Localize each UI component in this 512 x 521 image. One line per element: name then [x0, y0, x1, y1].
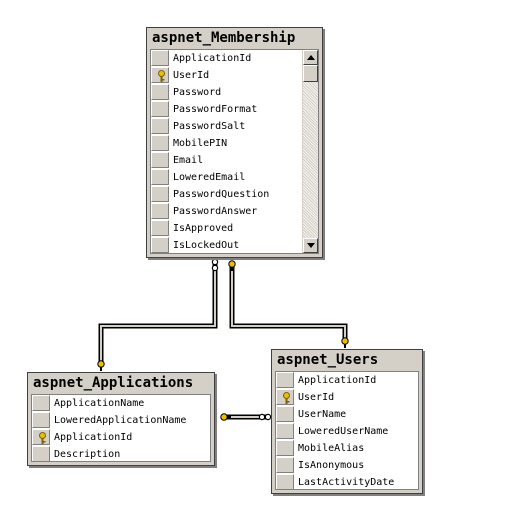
column-row[interactable]: LoweredUserName: [276, 423, 418, 440]
column-row[interactable]: PasswordSalt: [151, 118, 318, 135]
key-end-icon: [97, 360, 105, 371]
row-selector[interactable]: [276, 457, 294, 473]
row-selector[interactable]: [151, 169, 169, 185]
key-end-icon: [341, 337, 349, 348]
row-selector[interactable]: [32, 429, 50, 445]
column-name: Email: [173, 155, 204, 166]
column-name: LastActivityDate: [298, 477, 395, 488]
row-selector[interactable]: [32, 395, 50, 411]
column-name: IsApproved: [173, 223, 234, 234]
column-row[interactable]: LoweredEmail: [151, 169, 318, 186]
row-selector[interactable]: [151, 135, 169, 151]
column-row[interactable]: PasswordQuestion: [151, 186, 318, 203]
row-selector[interactable]: [276, 440, 294, 456]
row-selector[interactable]: [151, 84, 169, 100]
column-name: IsLockedOut: [173, 240, 240, 251]
primary-key-icon: [39, 432, 46, 444]
row-selector[interactable]: [151, 67, 169, 83]
row-selector[interactable]: [151, 220, 169, 236]
row-selector[interactable]: [276, 423, 294, 439]
column-name: Description: [54, 449, 121, 460]
scroll-down-button[interactable]: [303, 238, 318, 253]
row-selector[interactable]: [276, 406, 294, 422]
column-row[interactable]: ApplicationId: [32, 429, 210, 446]
infinity-end-icon: [258, 413, 272, 421]
row-selector[interactable]: [151, 50, 169, 66]
column-row[interactable]: ApplicationId: [151, 50, 318, 67]
column-name: LoweredEmail: [173, 172, 246, 183]
column-name: UserName: [298, 409, 347, 420]
arrow-up-icon: [307, 55, 315, 60]
row-selector[interactable]: [276, 389, 294, 405]
row-selector[interactable]: [32, 446, 50, 461]
column-name: LoweredApplicationName: [54, 415, 187, 426]
row-selector[interactable]: [151, 152, 169, 168]
column-row[interactable]: PasswordFormat: [151, 101, 318, 118]
column-name: PasswordFormat: [173, 104, 258, 115]
key-end-icon: [228, 260, 236, 271]
column-row[interactable]: ApplicationName: [32, 395, 210, 412]
scrollbar-thumb[interactable]: [303, 65, 318, 82]
relationship-membership-users[interactable]: [229, 262, 348, 341]
column-name: IsAnonymous: [298, 460, 365, 471]
table-title: aspnet_Membership: [152, 30, 296, 46]
primary-key-icon: [158, 70, 165, 82]
row-selector[interactable]: [151, 237, 169, 253]
column-row[interactable]: IsLockedOut: [151, 237, 318, 253]
column-name: ApplicationId: [54, 432, 133, 443]
row-selector[interactable]: [276, 372, 294, 388]
row-selector[interactable]: [151, 101, 169, 117]
column-name: PasswordQuestion: [173, 189, 270, 200]
vertical-scrollbar[interactable]: [302, 50, 318, 253]
column-name: LoweredUserName: [298, 426, 389, 437]
column-row[interactable]: MobileAlias: [276, 440, 418, 457]
column-row[interactable]: PasswordAnswer: [151, 203, 318, 220]
primary-key-icon: [283, 392, 290, 404]
column-row[interactable]: ApplicationId: [276, 372, 418, 389]
row-selector[interactable]: [32, 412, 50, 428]
column-name: PasswordAnswer: [173, 206, 258, 217]
column-row[interactable]: IsAnonymous: [276, 457, 418, 474]
column-row[interactable]: Password: [151, 84, 318, 101]
column-row[interactable]: Email: [151, 152, 318, 169]
key-end-icon: [220, 413, 231, 421]
column-name: MobileAlias: [298, 443, 365, 454]
table-title: aspnet_Users: [277, 352, 379, 368]
column-name: ApplicationId: [298, 375, 377, 386]
row-selector[interactable]: [276, 474, 294, 489]
column-row[interactable]: UserName: [276, 406, 418, 423]
column-row[interactable]: UserId: [276, 389, 418, 406]
column-name: ApplicationName: [54, 398, 145, 409]
column-name: UserId: [298, 392, 335, 403]
column-name: MobilePIN: [173, 138, 228, 149]
column-row[interactable]: MobilePIN: [151, 135, 318, 152]
column-name: ApplicationId: [173, 53, 252, 64]
arrow-down-icon: [307, 243, 315, 248]
row-selector[interactable]: [151, 186, 169, 202]
column-name: Password: [173, 87, 222, 98]
row-selector[interactable]: [151, 203, 169, 219]
row-selector[interactable]: [151, 118, 169, 134]
table-title: aspnet_Applications: [33, 375, 194, 391]
column-row[interactable]: LastActivityDate: [276, 474, 418, 489]
column-row[interactable]: LoweredApplicationName: [32, 412, 210, 429]
column-row[interactable]: Description: [32, 446, 210, 461]
column-row[interactable]: IsApproved: [151, 220, 318, 237]
relationship-membership-applications[interactable]: [98, 262, 218, 364]
column-name: PasswordSalt: [173, 121, 246, 132]
column-row[interactable]: UserId: [151, 67, 318, 84]
scroll-up-button[interactable]: [303, 50, 318, 65]
infinity-end-icon: [211, 258, 219, 272]
column-name: UserId: [173, 70, 210, 81]
